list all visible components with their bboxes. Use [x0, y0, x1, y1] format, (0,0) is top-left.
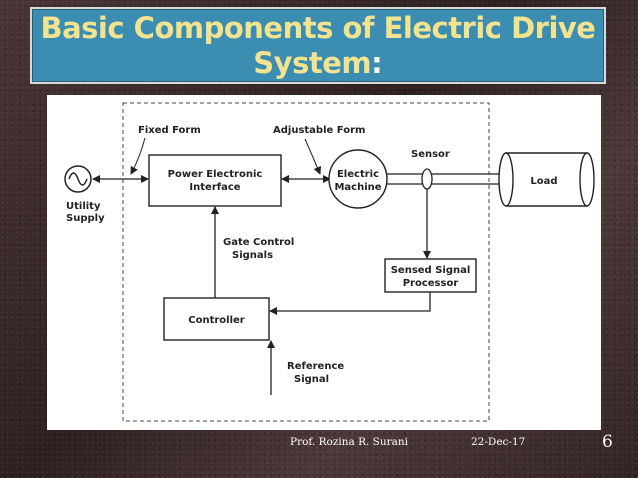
fixed-form-pointer	[130, 137, 146, 175]
footer-date: 22-Dec-17	[471, 436, 526, 448]
ac-source-icon	[64, 165, 92, 193]
sensed-signal-processor-box	[384, 258, 477, 293]
load-label: Load	[530, 176, 557, 187]
power-electronic-interface-box	[148, 154, 282, 207]
pei-label-1: Power Electronic	[168, 169, 263, 180]
fixed-form-label: Fixed Form	[138, 125, 201, 136]
controller-label: Controller	[188, 315, 245, 326]
slide-title: Basic Components of Electric Drive Syste…	[30, 7, 606, 84]
gate-control-label-2: Signals	[232, 250, 273, 261]
gate-control-label-1: Gate Control	[223, 237, 294, 248]
electric-machine-circle	[328, 149, 388, 209]
system-boundary	[122, 102, 490, 422]
utility-supply-label-1: Utility	[66, 201, 101, 212]
diagram-panel: Utility Supply Fixed Form Power Electron…	[47, 95, 601, 430]
utility-supply-label-2: Supply	[66, 213, 105, 224]
load-cylinder-left-end	[498, 152, 514, 207]
load-cylinder-right-end	[579, 152, 595, 207]
adjustable-form-pointer	[304, 138, 322, 175]
slide-title-text: Basic Components of Electric Drive Syste…	[40, 11, 596, 80]
electric-drive-diagram: Utility Supply Fixed Form Power Electron…	[64, 102, 595, 422]
footer-author: Prof. Rozina R. Surani	[290, 436, 409, 448]
slide-title-colon: :	[371, 46, 383, 80]
pei-label-2: Interface	[189, 182, 240, 193]
load-cylinder	[506, 152, 587, 207]
electric-machine-label-1: Electric	[337, 169, 379, 180]
processor-to-controller-link	[269, 292, 431, 315]
sine-wave-icon	[68, 172, 88, 186]
electric-machine-label-2: Machine	[334, 182, 381, 193]
sensor-icon	[421, 168, 433, 190]
reference-label-2: Signal	[294, 374, 329, 385]
adjustable-form-label: Adjustable Form	[273, 125, 365, 136]
sensor-label: Sensor	[411, 149, 450, 160]
ssp-label-1: Sensed Signal	[391, 265, 471, 276]
reference-label-1: Reference	[287, 361, 344, 372]
page-number: 6	[602, 432, 613, 452]
controller-box	[163, 297, 270, 341]
ssp-label-2: Processor	[403, 278, 459, 289]
